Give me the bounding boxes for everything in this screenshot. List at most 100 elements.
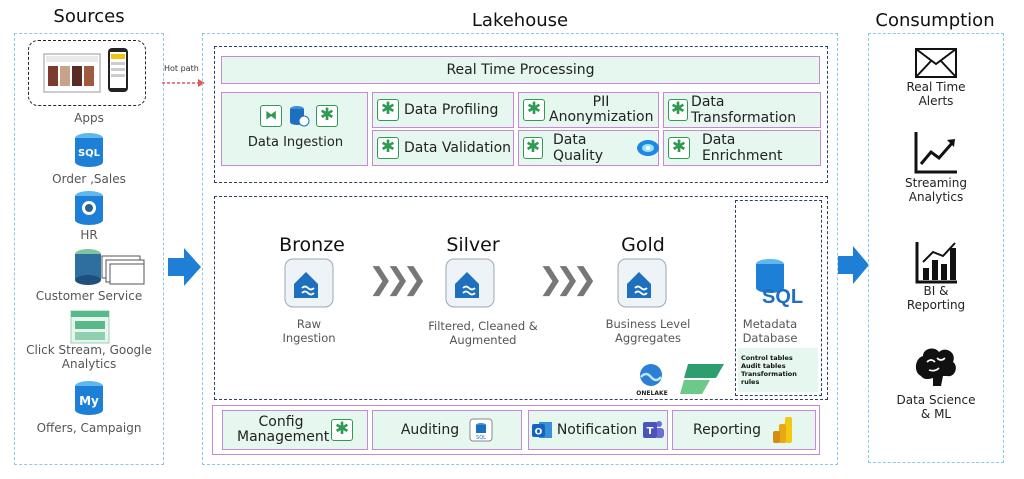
- fabric-icon: [680, 362, 726, 400]
- offers-campaign-label: Offers, Campaign: [36, 421, 142, 435]
- line-chart-icon: [913, 130, 959, 178]
- bi-reporting-label: BI & Reporting: [906, 284, 966, 313]
- data-science-ml-label: Data Science & ML: [896, 393, 976, 422]
- config-management-box: Config Management ✱: [222, 410, 368, 450]
- click-stream-label: Click Stream, Google Analytics: [26, 343, 152, 372]
- spark-icon: ✱: [316, 105, 338, 127]
- hot-path-label: Hot path: [164, 64, 199, 73]
- data-transformation-label: Data Transformation: [691, 94, 797, 126]
- onelake-icon: [636, 362, 666, 392]
- spark-icon: ✱: [668, 99, 689, 121]
- chevrons-icon: ❯❯❯: [368, 262, 427, 297]
- purview-icon: [636, 137, 659, 159]
- arrow-lakehouse-to-consumption: [838, 246, 870, 288]
- svg-text:T: T: [647, 426, 654, 437]
- postgresql-icon: [73, 190, 105, 230]
- pii-anonymization-label: PII Anonymization: [549, 93, 654, 125]
- pii-anonymization-box: ✱ PII Anonymization: [518, 92, 659, 128]
- data-ingestion-box: ⧓ ✱ Data Ingestion: [221, 92, 368, 166]
- lakehouse-panel: [202, 33, 838, 465]
- order-sales-label: Order ,Sales: [52, 172, 126, 186]
- data-ingestion-label: Data Ingestion: [247, 135, 344, 150]
- streaming-analytics-label: Streaming Analytics: [905, 176, 967, 205]
- metadata-note: Control tables: [741, 354, 793, 362]
- file-stack-icon: [72, 248, 146, 290]
- reporting-label: Reporting: [692, 422, 762, 438]
- metadata-region: [735, 200, 822, 396]
- sources-panel: [14, 33, 164, 465]
- svg-text:SQL: SQL: [476, 435, 486, 441]
- power-bi-icon: [771, 415, 795, 445]
- real-time-alerts-label: Real Time Alerts: [906, 80, 966, 109]
- bronze-caption: Raw Ingestion: [282, 317, 336, 345]
- spark-icon: ✱: [377, 137, 399, 159]
- silver-lakehouse-icon: [445, 258, 495, 312]
- outlook-icon: O: [531, 419, 553, 441]
- data-quality-box: ✱ Data Quality: [518, 130, 659, 166]
- silver-caption: Filtered, Cleaned & Augmented: [428, 319, 538, 347]
- lakehouse-heading: Lakehouse: [471, 10, 569, 31]
- metadata-note: Transformation rules: [741, 370, 797, 387]
- sql-database-icon: SQL: [73, 132, 105, 172]
- bar-chart-icon: [915, 240, 959, 288]
- notification-box: O Notification T: [528, 410, 668, 450]
- consumption-panel: [868, 33, 1004, 463]
- svg-text:O: O: [535, 428, 543, 438]
- arrow-sources-to-lakehouse: [168, 248, 202, 290]
- bronze-title: Bronze: [279, 234, 345, 256]
- apps-screenshot-icon: [42, 46, 134, 96]
- data-profiling-label: Data Profiling: [404, 102, 499, 118]
- brain-icon: [913, 346, 959, 392]
- realtime-region: [214, 46, 828, 183]
- auditing-box: Auditing SQL: [372, 410, 522, 450]
- spark-icon: ✱: [523, 99, 545, 121]
- realtime-title: Real Time Processing: [446, 62, 595, 78]
- data-validation-label: Data Validation: [404, 140, 512, 156]
- data-enrichment-box: ✱ Data Enrichment: [663, 130, 821, 166]
- hot-path-arrow: [162, 74, 206, 93]
- hr-label: HR: [80, 228, 98, 242]
- data-validation-box: ✱ Data Validation: [372, 130, 514, 166]
- spark-icon: ✱: [668, 137, 690, 159]
- footer-region: [212, 405, 820, 455]
- gold-lakehouse-icon: [617, 258, 667, 312]
- web-page-icon: [70, 310, 110, 348]
- svg-text:SQL: SQL: [78, 148, 101, 159]
- medallion-region: [214, 196, 828, 400]
- metadata-sql-badge: SQL: [762, 286, 804, 308]
- silver-title: Silver: [446, 234, 500, 256]
- spark-icon: ✱: [331, 419, 353, 441]
- pipeline-icon: ⧓: [260, 105, 282, 127]
- consumption-heading: Consumption: [875, 10, 995, 31]
- reporting-box: Reporting: [672, 410, 816, 450]
- apps-frame: [28, 40, 146, 106]
- spark-icon: ✱: [377, 99, 399, 121]
- apps-label: Apps: [74, 111, 104, 125]
- data-profiling-box: ✱ Data Profiling: [372, 92, 514, 128]
- auditing-label: Auditing: [400, 422, 460, 438]
- chevrons-icon: ❯❯❯: [538, 262, 597, 297]
- teams-icon: T: [641, 418, 665, 442]
- notification-label: Notification: [556, 422, 638, 438]
- envelope-icon: [915, 48, 957, 82]
- realtime-title-bar: Real Time Processing: [221, 56, 820, 84]
- gold-caption: Business Level Aggregates: [605, 317, 691, 345]
- metadata-notes-box: Control tables Audit tables Transformati…: [738, 348, 818, 392]
- data-transformation-box: ✱ Data Transformation: [663, 92, 821, 128]
- mysql-icon: My: [73, 380, 105, 420]
- metadata-title: Metadata Database: [742, 317, 798, 345]
- database-icon: [288, 105, 310, 127]
- gold-title: Gold: [621, 234, 665, 256]
- data-enrichment-label: Data Enrichment: [701, 132, 783, 164]
- svg-text:My: My: [79, 394, 99, 408]
- sql-database-icon: [750, 256, 802, 316]
- bronze-lakehouse-icon: [284, 258, 334, 312]
- onelake-label: ONELAKE: [636, 390, 668, 397]
- config-management-label: Config Management: [237, 413, 330, 445]
- sources-heading: Sources: [53, 6, 125, 27]
- sql-database-icon: SQL: [469, 418, 493, 442]
- data-quality-label: Data Quality: [552, 132, 604, 164]
- metadata-note: Audit tables: [741, 362, 786, 371]
- spark-icon: ✱: [523, 137, 543, 159]
- customer-service-label: Customer Service: [35, 289, 143, 303]
